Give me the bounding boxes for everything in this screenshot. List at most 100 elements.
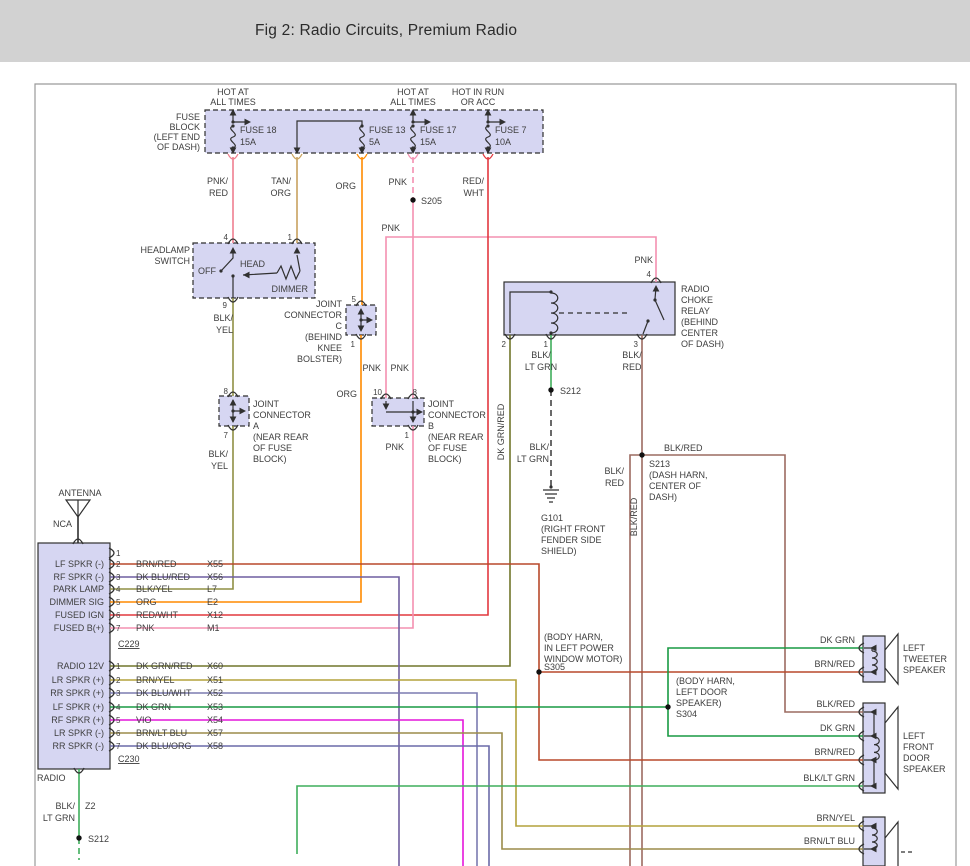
diagram-label: (LEFT END xyxy=(154,132,201,142)
diagram-label: PNK xyxy=(390,363,409,373)
radio-signal-label: LF SPKR (+) xyxy=(53,702,104,712)
arrowhead xyxy=(409,416,417,423)
pin-bracket xyxy=(227,153,239,160)
radio-pin-number: 2 xyxy=(116,676,121,685)
diagram-label: BLK/ xyxy=(55,801,75,811)
wire-org-jcc-to-radio xyxy=(110,335,362,603)
diagram-label: G101 xyxy=(541,513,563,523)
radio-wire-label: VIO xyxy=(136,715,152,725)
speaker-wire-label: DK GRN xyxy=(820,635,855,645)
arrowhead xyxy=(870,845,877,853)
diagram-label: HOT AT xyxy=(397,87,429,97)
diagram-label: OF DASH) xyxy=(681,339,724,349)
title-bar: Fig 2: Radio Circuits, Premium Radio xyxy=(0,0,970,62)
diagram-label: 1 xyxy=(544,340,549,349)
radio-connector-id: C230 xyxy=(118,754,140,764)
radio-wire-label: BRN/LT BLU xyxy=(136,728,187,738)
pin-bracket xyxy=(73,767,85,774)
diagram-label: B xyxy=(428,421,434,431)
arrowhead xyxy=(484,147,492,154)
arrowhead xyxy=(499,118,506,126)
diagram-label: 4 xyxy=(647,270,652,279)
junction-dot xyxy=(231,274,235,278)
speaker-name: FRONT xyxy=(903,742,934,752)
diagram-label: RED xyxy=(605,478,625,488)
pin-bracket xyxy=(108,571,115,583)
junction-dot xyxy=(360,146,364,150)
radio-circuit-id: X54 xyxy=(207,715,223,725)
diagram-label: BLK/RED xyxy=(629,497,639,536)
relay-coil xyxy=(550,292,559,334)
radio-wire-label: RED/WHT xyxy=(136,610,178,620)
junction-dot xyxy=(231,409,235,413)
radio-pin-number: 1 xyxy=(116,549,121,558)
wire-blk-red-s213-down-left xyxy=(629,454,642,866)
pin-bracket xyxy=(108,609,115,621)
wire-dk-grn-s304-to-tweeter xyxy=(667,647,863,707)
diagram-label: RADIO xyxy=(681,284,710,294)
diagram-label: IN LEFT POWER xyxy=(544,643,614,653)
arrowhead xyxy=(229,247,237,254)
wire-vio-radio-down xyxy=(110,719,464,866)
diagram-label: (BODY HARN, xyxy=(544,632,603,642)
ground-icon xyxy=(543,489,559,503)
wire-brn-red-s305-to-door xyxy=(538,672,863,761)
diagram-label: BLOCK) xyxy=(253,454,287,464)
diagram-label: CENTER xyxy=(681,328,719,338)
speaker-name: SPEAKER xyxy=(903,665,946,675)
junction-dot xyxy=(486,146,490,150)
radio-wire-label: BLK/YEL xyxy=(136,584,173,594)
arrowhead xyxy=(366,316,373,324)
speaker-wire-label: DK GRN xyxy=(820,723,855,733)
diagram-frame xyxy=(34,83,957,866)
arrowhead xyxy=(243,271,250,279)
pin-bracket xyxy=(858,730,865,742)
pin-bracket xyxy=(108,660,115,672)
splice-S213 xyxy=(639,452,645,458)
diagram-label: (DASH HARN, xyxy=(649,470,708,480)
diagram-label: 2 xyxy=(502,340,507,349)
arrowhead xyxy=(870,668,877,676)
diagram-label: BLK/ xyxy=(531,350,551,360)
diagram-label: 15A xyxy=(240,137,256,147)
diagram-label: TAN/ xyxy=(271,176,291,186)
diagram-label: OF DASH) xyxy=(157,142,200,152)
radio-signal-label: DIMMER SIG xyxy=(49,597,104,607)
dimmer-resistor xyxy=(276,254,301,281)
arrowhead xyxy=(484,109,492,116)
junction-dot xyxy=(646,319,650,323)
splice-S212-relay xyxy=(548,387,554,393)
diagram-label: (BODY HARN, xyxy=(676,676,735,686)
diagram-label: Z2 xyxy=(85,801,96,811)
diagram-label: DK GRN/RED xyxy=(496,403,506,460)
junction-dot xyxy=(219,269,223,273)
radio-wire-label: BRN/YEL xyxy=(136,675,175,685)
arrowhead xyxy=(293,147,301,154)
arrowhead xyxy=(229,416,237,423)
diagram-label: ANTENNA xyxy=(58,488,101,498)
diagram-label: YEL xyxy=(211,461,228,471)
speaker-name: SPEAKER xyxy=(903,764,946,774)
diagram-label: RED/ xyxy=(462,176,484,186)
speaker-wire-label: BRN/YEL xyxy=(816,813,855,823)
pin-bracket xyxy=(227,238,239,245)
diagram-label: SHIELD) xyxy=(541,546,577,556)
radio-pin-number: 7 xyxy=(116,742,121,751)
diagram-label: HOT AT xyxy=(217,87,249,97)
arrowhead xyxy=(229,109,237,116)
door-speaker-horn xyxy=(884,705,899,791)
pin-bracket xyxy=(545,333,557,340)
splice-S212-radio xyxy=(76,835,82,841)
wire-dk-blu-wht-radio-down xyxy=(110,692,478,866)
diagram-label: 1 xyxy=(405,431,410,440)
radio-pin-number: 5 xyxy=(116,598,121,607)
diagram-label: BLOCK) xyxy=(428,454,462,464)
arrowhead xyxy=(870,644,877,652)
pin-bracket xyxy=(227,424,239,431)
splice-S205 xyxy=(410,197,416,203)
diagram-label: BLK/ xyxy=(529,442,549,452)
diagram-label: BLK/RED xyxy=(664,443,703,453)
diagram-label: KNEE xyxy=(317,343,342,353)
pin-bracket xyxy=(482,153,494,160)
